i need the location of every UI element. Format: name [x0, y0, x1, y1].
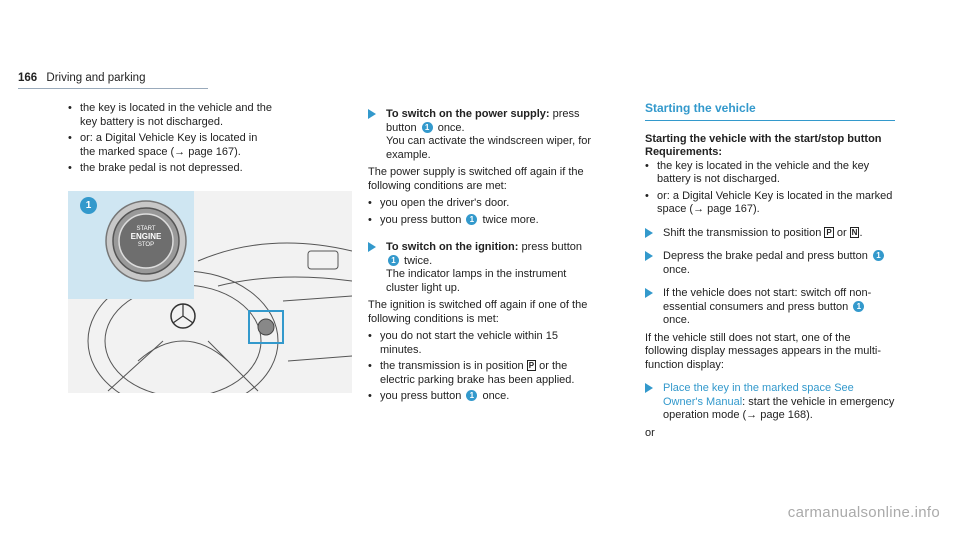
- instruction-step: To switch on the power supply: press but…: [368, 108, 598, 162]
- paragraph: The power supply is switched off again i…: [368, 166, 584, 192]
- step-text: press button: [518, 241, 582, 253]
- step-arrow-icon: [645, 251, 653, 261]
- gear-p-icon: P: [824, 226, 834, 238]
- paragraph: If the vehicle still does not start, one…: [645, 331, 882, 371]
- list-text: the transmission is in position: [380, 360, 527, 372]
- callout-badge: 1: [80, 197, 97, 214]
- list-item: you open the driver's door.: [368, 197, 598, 211]
- step-title: To switch on the ignition:: [386, 241, 519, 253]
- gear-n-icon: N: [849, 226, 860, 238]
- step-text: once.: [663, 263, 690, 276]
- list-text: or the electric parking brake has been a…: [380, 360, 575, 386]
- list-text: you press button: [380, 390, 465, 402]
- column-middle: To switch on the power supply: press but…: [368, 102, 598, 407]
- list-item: the key is located in the vehicle and th…: [68, 102, 273, 129]
- gear-p-icon: P: [526, 360, 537, 371]
- section-title: Starting the vehicle: [645, 101, 895, 121]
- list-item: you press button 1 twice more.: [368, 213, 598, 228]
- step-text: If the vehicle does not start: switch of…: [663, 287, 872, 313]
- cockpit-drawing: [87, 242, 352, 393]
- list-item: the transmission is in position P or the…: [368, 360, 598, 387]
- step-arrow-icon: [645, 288, 653, 298]
- button-callout-badge: 1: [466, 390, 478, 401]
- page-header: 166 Driving and parking: [18, 72, 145, 84]
- step-text: once.: [663, 314, 690, 326]
- step-note: You can activate the windscreen wiper, f…: [386, 135, 592, 161]
- instruction-step: To switch on the ignition: press button …: [368, 241, 598, 295]
- step-text: press button: [386, 108, 580, 134]
- condition-list: the key is located in the vehicle and th…: [68, 102, 273, 176]
- button-callout-badge: 1: [388, 254, 399, 266]
- dashboard-illustration: 1 START ENGINE STOP: [68, 191, 352, 393]
- list-item: you do not start the vehicle within 15 m…: [368, 330, 598, 357]
- step-text: : start the vehicle in emergency operati…: [663, 395, 895, 422]
- step-arrow-icon: [368, 242, 376, 252]
- header-rule: [18, 88, 208, 89]
- step-text: once.: [434, 121, 465, 134]
- list-text: twice more.: [479, 213, 539, 226]
- step-arrow-icon: [645, 383, 653, 393]
- display-message-link[interactable]: Place the key in the marked space See Ow…: [663, 382, 854, 408]
- page-number: 166: [18, 72, 38, 84]
- start-stop-button-icon: [105, 200, 187, 282]
- step-text: or: [833, 226, 850, 239]
- step-arrow-icon: [645, 227, 653, 238]
- column-left: the key is located in the vehicle and th…: [68, 102, 273, 179]
- condition-list: you open the driver's door. you press bu…: [368, 197, 598, 227]
- button-callout-badge: 1: [872, 250, 884, 261]
- button-closeup-inset: 1 START ENGINE STOP: [68, 191, 194, 299]
- step-text: Shift the transmission to position: [663, 226, 825, 239]
- button-label: START ENGINE STOP: [119, 225, 173, 249]
- button-callout-badge: 1: [466, 213, 478, 225]
- list-item: or: a Digital Vehicle Key is located in …: [68, 132, 273, 159]
- column-right: Starting the vehicle Starting the vehicl…: [645, 101, 895, 444]
- watermark: carmanualsonline.info: [787, 504, 940, 521]
- button-highlight-box: [248, 310, 284, 344]
- step-note: The indicator lamps in the instrument cl…: [386, 268, 567, 294]
- list-item: or: a Digital Vehicle Key is located in …: [645, 190, 895, 217]
- list-text: once.: [479, 390, 510, 402]
- button-label-line: ENGINE: [130, 232, 162, 241]
- requirements-list: the key is located in the vehicle and th…: [645, 160, 895, 217]
- instruction-step: If the vehicle does not start: switch of…: [645, 287, 895, 328]
- start-button-small-icon: [257, 318, 275, 336]
- step-title: To switch on the power supply:: [386, 108, 550, 120]
- step-text: Depress the brake pedal and press button: [663, 250, 871, 262]
- step-text: .: [859, 226, 863, 239]
- subheading: Starting the vehicle with the start/stop…: [645, 132, 882, 145]
- button-callout-badge: 1: [421, 121, 433, 133]
- paragraph: or: [645, 426, 655, 439]
- button-label-line: START: [136, 226, 156, 232]
- step-text: twice.: [401, 254, 433, 267]
- list-text: you press button: [380, 213, 465, 226]
- requirements-label: Requirements:: [645, 146, 723, 158]
- paragraph: The ignition is switched off again if on…: [368, 299, 588, 325]
- instruction-step: Place the key in the marked space See Ow…: [645, 382, 895, 423]
- button-label-line: STOP: [137, 242, 155, 248]
- condition-list: you do not start the vehicle within 15 m…: [368, 330, 598, 404]
- step-arrow-icon: [368, 109, 376, 119]
- list-item: you press button 1 once.: [368, 390, 598, 404]
- list-item: the brake pedal is not depressed.: [68, 162, 273, 176]
- instruction-step: Depress the brake pedal and press button…: [645, 250, 895, 277]
- instruction-step: Shift the transmission to position P or …: [645, 226, 895, 241]
- list-item: the key is located in the vehicle and th…: [645, 160, 895, 187]
- section-name: Driving and parking: [46, 72, 146, 84]
- button-callout-badge: 1: [853, 300, 865, 312]
